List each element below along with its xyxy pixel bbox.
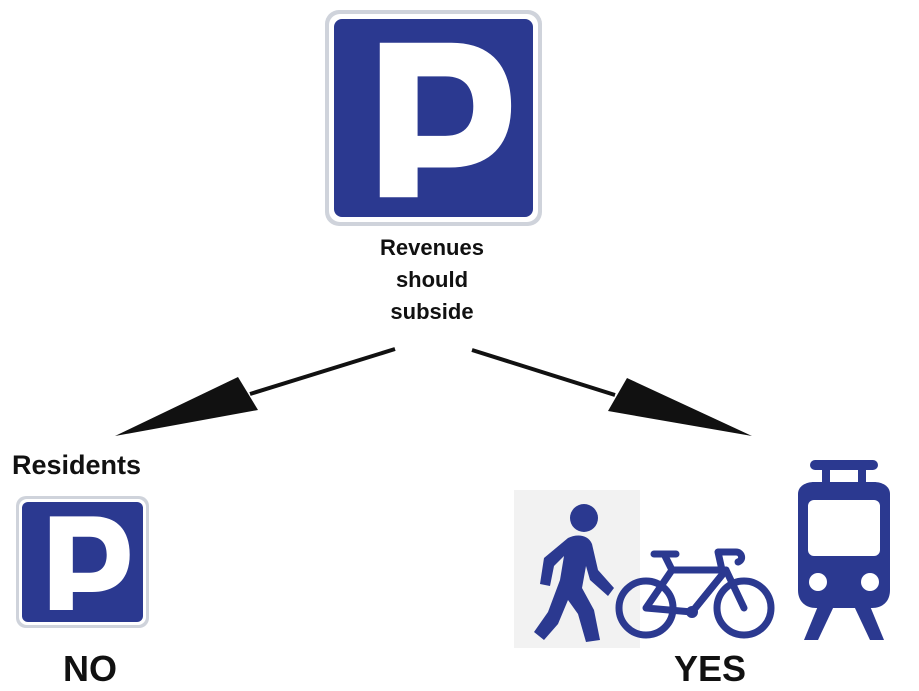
top-caption: Revenues should subside xyxy=(332,232,532,328)
residents-parking-sign-icon xyxy=(16,496,149,628)
caption-line-1: Revenues xyxy=(380,235,484,260)
verdict-yes: YES xyxy=(673,648,747,689)
arrow-to-alternatives xyxy=(471,348,752,436)
residents-title: Residents xyxy=(12,450,142,480)
tram-icon xyxy=(798,460,890,640)
top-parking-sign-icon xyxy=(325,10,542,226)
verdict-no: NO xyxy=(63,648,117,689)
caption-line-2: should xyxy=(395,267,469,292)
caption-line-3: subside xyxy=(390,299,474,324)
arrow-to-residents xyxy=(115,347,396,436)
bicycle-icon xyxy=(615,548,775,639)
pedestrian-icon xyxy=(534,504,614,642)
